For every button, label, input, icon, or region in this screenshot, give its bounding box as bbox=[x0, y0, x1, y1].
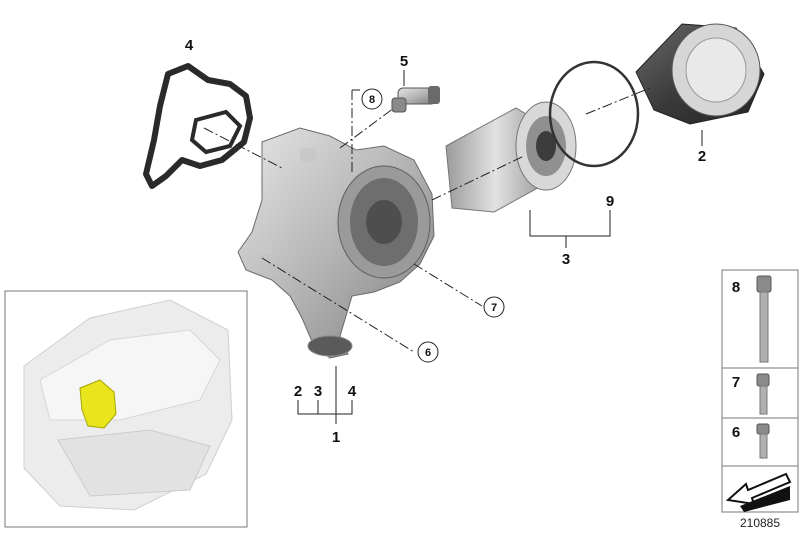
callout-2: 2 bbox=[698, 148, 706, 165]
legend-label-6: 6 bbox=[732, 424, 740, 441]
callout-4: 4 bbox=[185, 37, 194, 54]
bolt-7-icon bbox=[756, 373, 770, 415]
svg-text:7: 7 bbox=[491, 302, 497, 314]
oil-filter-part-3 bbox=[445, 101, 577, 213]
sensor-part-5 bbox=[391, 86, 440, 113]
circled-callout-6: 6 bbox=[417, 341, 439, 363]
bolt-6-icon bbox=[756, 423, 770, 459]
legend-label-7: 7 bbox=[732, 374, 740, 391]
callout-9: 9 bbox=[606, 193, 614, 210]
circled-callout-8: 8 bbox=[361, 88, 383, 110]
diagram-number: 210885 bbox=[740, 516, 780, 530]
gasket-part-4 bbox=[143, 63, 253, 189]
svg-text:8: 8 bbox=[369, 94, 375, 106]
legend-label-8: 8 bbox=[732, 279, 740, 296]
highlighted-housing bbox=[79, 379, 117, 429]
group-label-2: 2 bbox=[294, 383, 302, 400]
bolt-8-icon bbox=[756, 275, 772, 363]
callout-1: 1 bbox=[332, 429, 340, 446]
filter-cap-part-2 bbox=[635, 23, 765, 125]
navigation-arrow-icon bbox=[725, 472, 792, 512]
svg-text:6: 6 bbox=[425, 347, 431, 359]
circled-callout-7: 7 bbox=[483, 296, 505, 318]
engine-location-inset bbox=[4, 290, 248, 528]
o-ring-part-9 bbox=[548, 60, 640, 168]
leader-lines bbox=[203, 87, 651, 353]
oil-filter-housing-part-1 bbox=[237, 127, 435, 359]
callout-5: 5 bbox=[400, 53, 408, 70]
bolt-legend: 8 7 6 bbox=[721, 269, 799, 513]
bracket-lines bbox=[297, 70, 703, 424]
callout-3: 3 bbox=[562, 251, 570, 268]
group-label-3: 3 bbox=[314, 383, 322, 400]
group-label-4: 4 bbox=[348, 383, 357, 400]
